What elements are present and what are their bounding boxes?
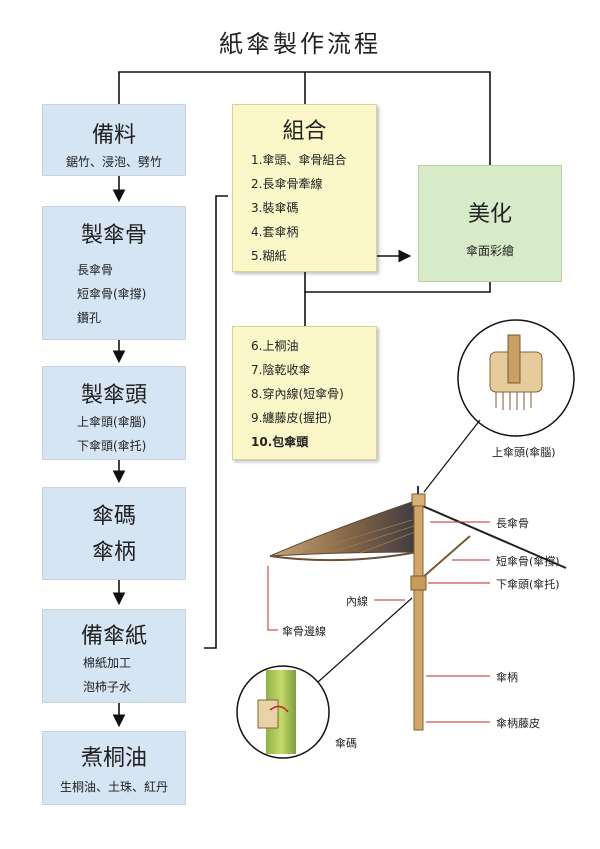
step-prepare-paper: 備傘紙 棉紙加工 泡柿子水 bbox=[42, 609, 186, 703]
label-rib-edge: 傘骨邊線 bbox=[282, 625, 326, 638]
step-title: 製傘頭 bbox=[80, 383, 147, 408]
label-rattan: 傘柄藤皮 bbox=[496, 717, 540, 730]
step-make-heads: 製傘頭 上傘頭(傘腦) 下傘頭(傘托) bbox=[42, 366, 186, 460]
step-title: 傘碼 bbox=[91, 504, 136, 529]
beautify-box: 美化 傘面彩繪 bbox=[418, 165, 562, 282]
step-title: 煮桐油 bbox=[80, 746, 147, 771]
assembly-step: 1.傘頭、傘骨組合 bbox=[251, 153, 347, 167]
step-detail: 上傘頭(傘腦) bbox=[77, 415, 147, 429]
beautify-title: 美化 bbox=[467, 202, 512, 227]
step-detail: 下傘頭(傘托) bbox=[77, 439, 147, 453]
diagram-title: 紙傘製作流程 bbox=[219, 30, 381, 58]
label-lower-head: 下傘頭(傘托) bbox=[496, 578, 560, 591]
runner-pointer bbox=[317, 597, 413, 683]
finishing-step: 6.上桐油 bbox=[251, 339, 299, 353]
umbrella-canopy-edge bbox=[269, 551, 419, 562]
finishing-box: 6.上桐油 7.陰乾收傘 8.穿內線(短傘骨) 9.纏藤皮(握把) 10.包傘頭 bbox=[232, 326, 377, 460]
step-runner-handle: 傘碼 傘柄 bbox=[42, 487, 186, 580]
top-detail-pointer bbox=[423, 419, 481, 493]
label-short-rib: 短傘骨(傘撐) bbox=[496, 555, 560, 568]
step-make-ribs: 製傘骨 長傘骨 短傘骨(傘撐) 鑽孔 bbox=[42, 206, 186, 340]
step-title: 備料 bbox=[91, 123, 136, 148]
merge-bracket bbox=[304, 272, 491, 293]
step-title: 製傘骨 bbox=[80, 223, 147, 248]
step-detail: 鋸竹、浸泡、劈竹 bbox=[65, 155, 162, 169]
step-detail: 棉紙加工 bbox=[83, 656, 132, 670]
step-title: 備傘紙 bbox=[80, 624, 147, 649]
umbrella-shaft bbox=[413, 499, 424, 731]
step-boil-tung-oil: 煮桐油 生桐油、土珠、紅丹 bbox=[42, 731, 186, 805]
step-detail: 泡柿子水 bbox=[83, 680, 132, 694]
umbrella-lower-head bbox=[410, 575, 427, 591]
finishing-step: 9.纏藤皮(握把) bbox=[251, 411, 332, 425]
step-detail: 長傘骨 bbox=[77, 263, 114, 277]
assembly-title: 組合 bbox=[282, 119, 327, 144]
short-rib bbox=[421, 535, 471, 579]
step-detail: 鑽孔 bbox=[77, 311, 102, 325]
label-runner: 傘碼 bbox=[335, 737, 357, 750]
assembly-step: 2.長傘骨牽線 bbox=[251, 177, 323, 191]
beautify-subtitle: 傘面彩繪 bbox=[465, 244, 514, 258]
assembly-step: 5.糊紙 bbox=[251, 249, 287, 263]
long-rib bbox=[417, 503, 567, 569]
umbrella-canopy bbox=[269, 499, 419, 557]
umbrella-top-head bbox=[411, 493, 426, 507]
step-title-line2: 傘柄 bbox=[91, 540, 136, 565]
label-inner-line: 內線 bbox=[346, 595, 368, 608]
label-long-rib: 長傘骨 bbox=[496, 517, 529, 530]
finishing-step: 10.包傘頭 bbox=[251, 435, 309, 449]
assembly-box: 組合 1.傘頭、傘骨組合 2.長傘骨牽線 3.裝傘碼 4.套傘柄 5.糊紙 bbox=[232, 104, 377, 272]
assembly-step: 3.裝傘碼 bbox=[251, 201, 299, 215]
label-top-head: 上傘頭(傘腦) bbox=[492, 446, 556, 459]
paper-to-assembly-bracket bbox=[204, 195, 228, 649]
step-detail: 短傘骨(傘撐) bbox=[77, 287, 147, 301]
finishing-step: 8.穿內線(短傘骨) bbox=[251, 387, 344, 401]
assembly-step: 4.套傘柄 bbox=[251, 225, 299, 239]
step-detail: 生桐油、土珠、紅丹 bbox=[59, 780, 168, 794]
finishing-step: 7.陰乾收傘 bbox=[251, 363, 311, 377]
label-handle: 傘柄 bbox=[496, 671, 518, 684]
step-prepare-materials: 備料 鋸竹、浸泡、劈竹 bbox=[42, 104, 186, 176]
